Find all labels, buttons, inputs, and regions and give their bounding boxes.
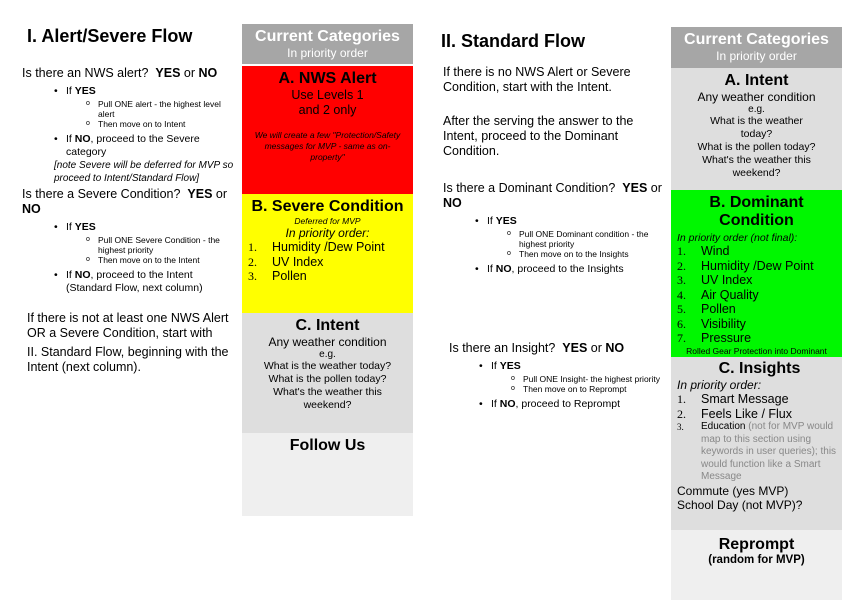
box-title: A. Intent: [724, 72, 789, 89]
example: What is the pollen today?: [697, 141, 816, 153]
list-item: 1.Smart Message: [677, 392, 789, 406]
alert-flow-text: Is there an NWS alert? YES or NO If YES …: [22, 66, 237, 375]
nws-alert-box: A. NWS Alert Use Levels 1 and 2 only We …: [242, 66, 413, 194]
if-no: If NO, proceed to the Severe category: [54, 133, 237, 159]
sub-step: Pull ONE Dominant condition - the highes…: [507, 229, 665, 249]
paragraph: II. Standard Flow, beginning with the In…: [27, 345, 229, 374]
list-item: 1.Wind: [677, 244, 730, 258]
sub-step: Pull ONE alert - the highest level alert: [86, 99, 237, 119]
paragraph: If there is no NWS Alert or Severe Condi…: [443, 65, 631, 94]
list-item: 3.Pollen: [248, 269, 307, 283]
box-note: Deferred for MVP: [294, 216, 361, 226]
severe-condition-box: B. Severe Condition Deferred for MVP In …: [242, 194, 413, 313]
reprompt-box: Reprompt (random for MVP): [671, 530, 842, 600]
list-item: 7.Pressure: [677, 331, 752, 345]
insight-question-block: Is there an Insight? YES or NO If YES Pu…: [449, 341, 671, 411]
box-text: Any weather condition: [268, 335, 387, 349]
section-title: I. Alert/Severe Flow: [27, 26, 193, 46]
box-title: B. Dominant Condition: [709, 194, 804, 229]
box-text: e.g.: [748, 104, 765, 115]
box-note: We will create a few "Protection/Safety …: [254, 130, 401, 162]
box-text: In priority order (not final):: [677, 232, 798, 244]
sub-step: Pull ONE Insight- the highest priority: [511, 374, 671, 384]
paragraph: If there is not at least one NWS Alert O…: [27, 311, 229, 340]
question-nws: Is there an NWS alert? YES or NO: [22, 66, 218, 80]
insights-box: C. Insights In priority order: 1.Smart M…: [671, 357, 842, 530]
if-yes: If YES Pull ONE Insight- the highest pri…: [479, 360, 671, 394]
dominant-question-block: Is there a Dominant Condition? YES or NO…: [443, 181, 665, 276]
box-title: C. Intent: [295, 317, 360, 334]
sub-step: Then move on to Reprompt: [511, 384, 671, 394]
question-insight: Is there an Insight? YES or NO: [449, 341, 625, 355]
example: What's the weather this weekend?: [702, 154, 811, 179]
list-item: 6.Visibility: [677, 316, 746, 331]
list-item: 2.UV Index: [248, 254, 324, 269]
list-item: 2.Humidity /Dew Point: [677, 258, 814, 273]
if-no: If NO, proceed to Reprompt: [479, 398, 671, 411]
box-text: Use Levels 1: [291, 88, 364, 102]
question-dominant: Is there a Dominant Condition? YES or NO: [443, 181, 662, 210]
header-title: Current Categories: [684, 31, 829, 48]
section-title: II. Standard Flow: [441, 31, 586, 51]
list-item: 1.Humidity /Dew Point: [248, 240, 385, 254]
list-item: 3.Education (not for MVP would map to th…: [677, 421, 837, 482]
question-severe: Is there a Severe Condition? YES or NO: [22, 187, 228, 216]
if-yes: If YES Pull ONE Severe Condition - the h…: [54, 221, 237, 265]
paragraph: After the serving the answer to the Inte…: [443, 114, 634, 158]
mvp-note: [note Severe will be deferred for MVP so…: [54, 160, 234, 184]
alert-severe-flow: I. Alert/Severe Flow: [27, 26, 237, 47]
box-text: and 2 only: [298, 103, 357, 117]
example: What is the weather today?: [710, 115, 803, 140]
box-text: e.g.: [319, 349, 336, 360]
example: What is the weather today?: [263, 360, 392, 372]
header-subtitle: In priority order: [287, 46, 368, 60]
example: What is the pollen today?: [268, 373, 387, 385]
box-text: Any weather condition: [697, 90, 816, 104]
list-item: 3.UV Index: [677, 273, 753, 287]
box-text: (random for MVP): [708, 554, 805, 566]
sub-step: Then move on to Intent: [86, 119, 237, 129]
intent-box: A. Intent Any weather condition e.g. Wha…: [671, 68, 842, 190]
list-item: 5.Pollen: [677, 302, 736, 316]
box-title: Reprompt: [718, 536, 795, 553]
if-yes: If YES Pull ONE Dominant condition - the…: [475, 215, 665, 259]
box-text: In priority order:: [677, 378, 762, 392]
sub-step: Then move on to the Insights: [507, 249, 665, 259]
list-item: 4.Air Quality: [677, 287, 759, 302]
if-yes: If YES Pull ONE alert - the highest leve…: [54, 85, 237, 129]
box-note: Rolled Gear Protection into Dominant: [686, 345, 827, 356]
sub-step: Then move on to the Intent: [86, 255, 237, 265]
list-item: 2.Feels Like / Flux: [677, 406, 793, 421]
intent-box: C. Intent Any weather condition e.g. Wha…: [242, 313, 413, 433]
box-text: In priority order:: [285, 226, 370, 240]
if-no: If NO, proceed to the Insights: [475, 263, 665, 276]
box-title: B. Severe Condition: [251, 198, 404, 215]
box-text: School Day (not MVP)?: [677, 497, 803, 512]
box-text: Commute (yes MVP): [677, 483, 789, 498]
example: What's the weather this weekend?: [273, 386, 382, 411]
sub-step: Pull ONE Severe Condition - the highest …: [86, 235, 237, 255]
dominant-condition-box: B. Dominant Condition In priority order …: [671, 190, 842, 357]
box-title: C. Insights: [718, 360, 801, 377]
box-title: Follow Us: [289, 437, 366, 454]
box-title: A. NWS Alert: [278, 70, 377, 87]
categories-header: Current Categories In priority order: [242, 24, 413, 64]
follow-us-box: Follow Us: [242, 433, 413, 516]
header-title: Current Categories: [255, 28, 400, 45]
standard-flow: II. Standard Flow: [441, 31, 661, 52]
header-subtitle: In priority order: [716, 49, 797, 63]
if-no: If NO, proceed to the Intent (Standard F…: [54, 269, 237, 295]
categories-header: Current Categories In priority order: [671, 27, 842, 68]
